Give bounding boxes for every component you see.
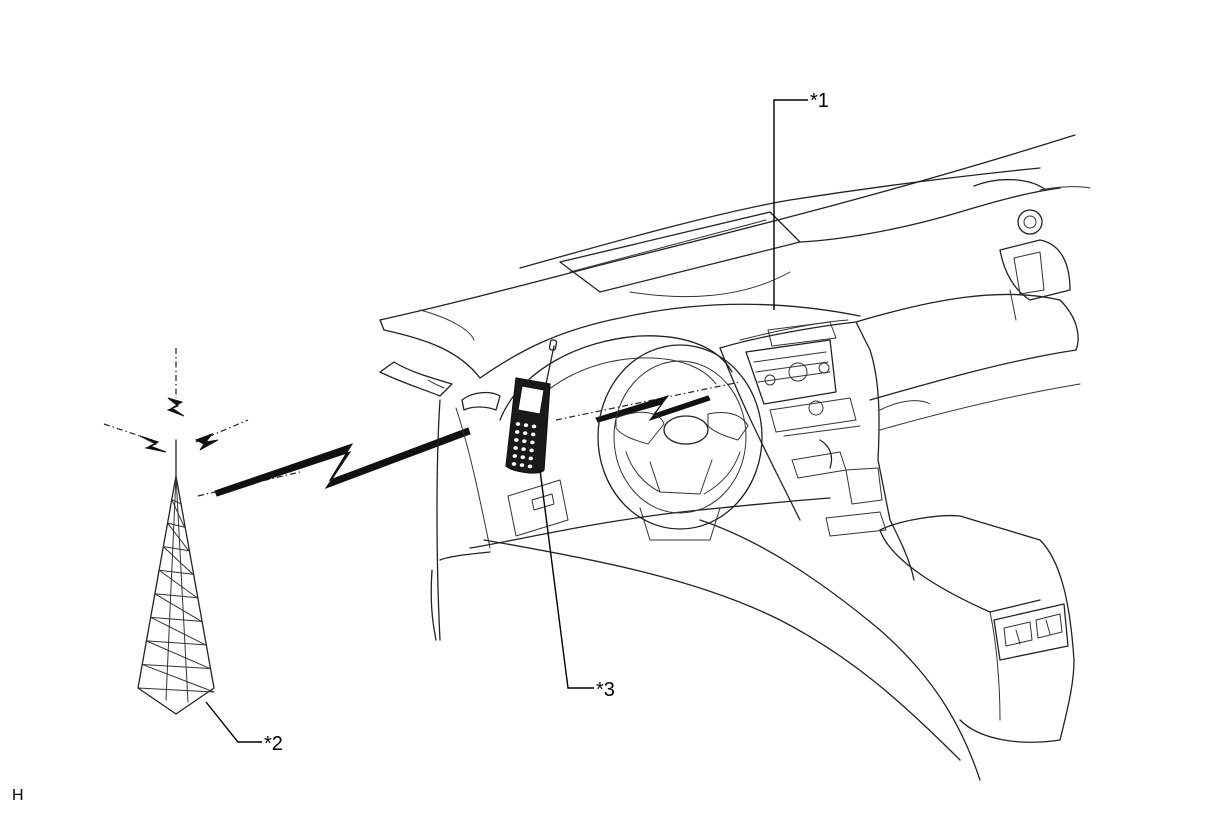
phone-key	[514, 429, 521, 435]
phone-key	[519, 462, 525, 468]
callout-1: *1	[810, 90, 829, 112]
leader-1	[773, 99, 808, 310]
phone-key	[522, 430, 529, 436]
cell-tower-icon	[103, 348, 249, 715]
phone-key	[520, 446, 527, 452]
phone-key	[519, 454, 526, 460]
phone-key	[527, 463, 533, 469]
leader-3	[539, 469, 594, 689]
phone-key	[521, 438, 528, 444]
phone-key	[530, 431, 537, 437]
callout-3: *3	[596, 679, 615, 701]
phone-key	[529, 439, 536, 445]
phone-key	[528, 447, 535, 453]
corner-code: H	[12, 787, 24, 804]
phone-key	[513, 437, 520, 443]
phone-key	[512, 445, 519, 451]
radio-wave-bolt-icon	[214, 427, 471, 497]
car-dashboard-illustration	[379, 134, 1091, 781]
radio-link-bluetooth	[555, 381, 741, 421]
phone-key	[523, 422, 529, 428]
leader-2	[205, 701, 262, 743]
phone-key	[511, 461, 517, 467]
callout-2: *2	[264, 733, 283, 755]
phone-key	[511, 453, 518, 459]
steering-wheel	[597, 344, 763, 530]
phone-key	[531, 423, 537, 429]
bluetooth-bolt-icon	[595, 395, 711, 423]
mobile-phone-icon	[505, 339, 558, 474]
audio-head-unit	[745, 321, 837, 405]
phone-key	[527, 455, 534, 461]
phone-key	[515, 421, 521, 427]
